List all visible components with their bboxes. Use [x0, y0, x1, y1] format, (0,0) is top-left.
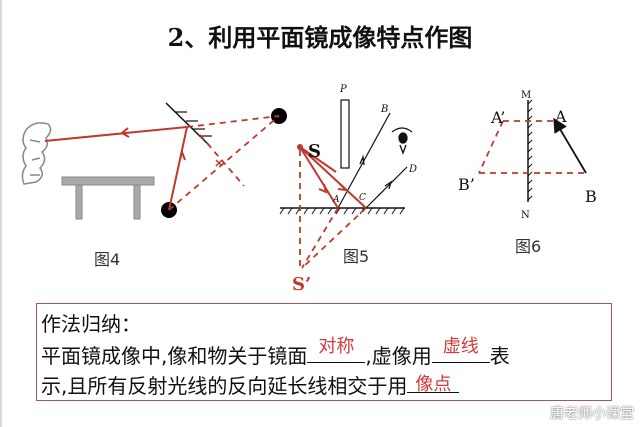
svg-text:M: M [521, 90, 531, 101]
caption-fig5: 图5 [343, 247, 369, 266]
svg-text:P: P [339, 84, 347, 95]
summary-line-3: 示,且所有反射光线的反向延长线相交于用像点 [41, 370, 460, 399]
svg-text:C: C [359, 193, 366, 203]
caption-fig6: 图6 [515, 237, 541, 256]
svg-text:B’: B’ [458, 175, 475, 194]
person-icon [21, 122, 52, 185]
left-edge [0, 0, 2, 427]
svg-text:S’: S’ [292, 274, 311, 295]
table-icon [61, 176, 155, 220]
svg-text:B: B [380, 104, 388, 115]
page-title: 2、利用平面镜成像特点作图 [167, 23, 473, 52]
figure-5: S S’ P B D A C [279, 84, 417, 295]
answer-symmetric: 对称 [318, 336, 355, 357]
incident-ray [168, 126, 188, 211]
reflected-ray [44, 126, 188, 142]
svg-text:B: B [585, 187, 597, 206]
figure-4 [21, 102, 287, 220]
svg-text:D: D [408, 164, 417, 175]
svg-text:N: N [521, 210, 530, 221]
svg-text:S: S [308, 141, 321, 162]
diagrams: 图4 S S [21, 84, 597, 295]
figure-6: M N A B A’ B’ [458, 90, 597, 221]
answer-image-point: 像点 [415, 374, 452, 395]
summary-line-2: 平面镜成像中,像和物关于镜面对称,虚像用虚线表 [41, 336, 510, 369]
svg-text:A: A [554, 107, 567, 126]
barrier-P [340, 99, 350, 169]
eye-icon [391, 127, 413, 155]
summary-box: 作法归纳： 平面镜成像中,像和物关于镜面对称,虚像用虚线表 示,且所有反射光线的… [36, 303, 612, 401]
svg-text:A: A [332, 195, 340, 205]
caption-fig4: 图4 [94, 250, 120, 269]
svg-text:A’: A’ [490, 108, 505, 127]
answer-dashed-line: 虚线 [442, 336, 479, 357]
summary-heading: 作法归纳： [41, 312, 141, 336]
watermark: 唐老师小课堂 [550, 406, 634, 422]
